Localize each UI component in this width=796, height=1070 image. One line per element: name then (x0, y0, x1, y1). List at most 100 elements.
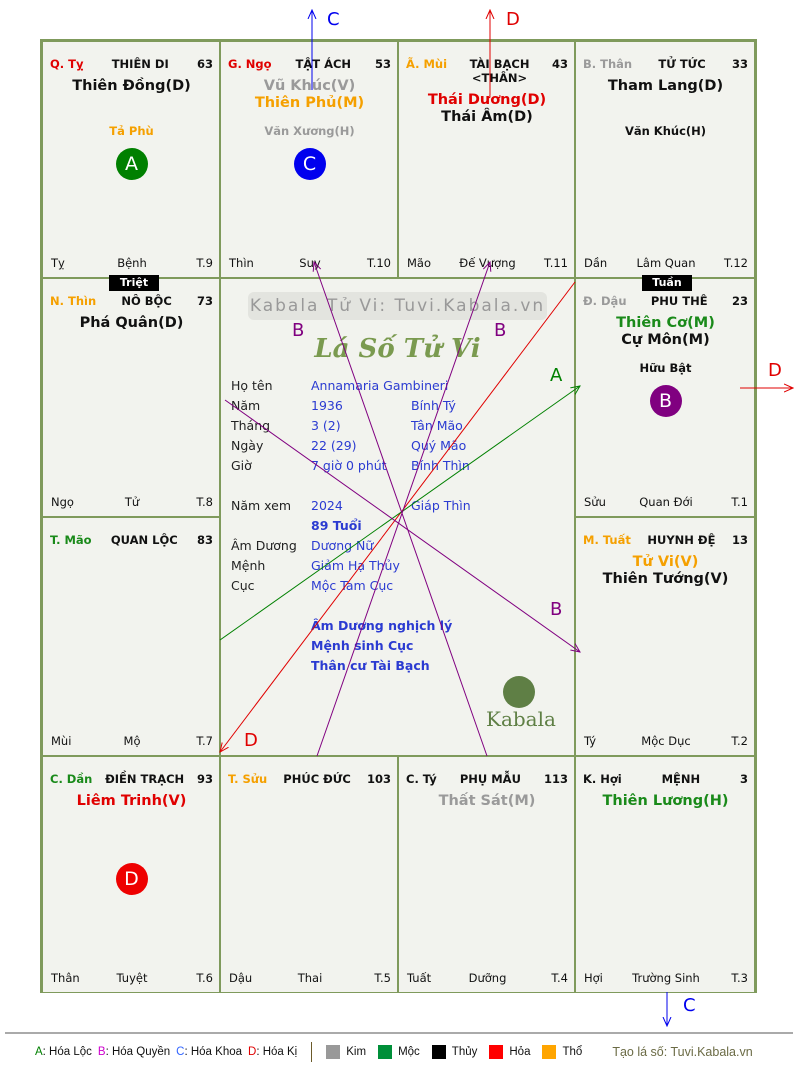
life-stage: Bệnh (117, 256, 147, 270)
branch-label: Tý (584, 734, 597, 748)
palace-tag: Tuần (642, 275, 692, 291)
main-stars: Vũ Khúc(V)Thiên Phủ(M) (228, 78, 391, 112)
element-name: Thổ (562, 1046, 583, 1058)
arrow-label-c-top: C (327, 9, 340, 30)
minor-stars (50, 361, 213, 375)
element-swatch (326, 1045, 341, 1059)
age-number: 23 (731, 294, 748, 308)
element-swatch (542, 1045, 557, 1059)
palace-footer: Hợi Trường Sinh T.3 (584, 971, 748, 985)
age-number: 113 (543, 772, 568, 786)
element-name: Mộc (398, 1046, 420, 1058)
life-stage: Mộc Dục (641, 734, 691, 748)
month-label: T.10 (367, 256, 391, 270)
branch-label: Hợi (584, 971, 603, 985)
info-label: Giờ (231, 458, 252, 473)
branch-label: Dần (584, 256, 608, 270)
info-value: 89 Tuổi (311, 518, 362, 533)
info-row: Mệnh sinh Cục (231, 636, 531, 656)
hoa-legend-item: C: Hóa Khoa (176, 1046, 242, 1058)
arrow-label-d-top: D (506, 9, 520, 30)
element-swatch (378, 1045, 393, 1059)
palace-name: THIÊN DI (111, 57, 169, 71)
main-stars: Tử Vi(V)Thiên Tướng(V) (583, 554, 748, 588)
info-label: Cục (231, 578, 255, 593)
stem-branch-label: Q. Tỵ (50, 57, 84, 71)
hoa-legend-item: B: Hóa Quyền (98, 1046, 170, 1058)
main-star: Liêm Trinh(V) (76, 793, 187, 809)
info-value-can-chi: Tân Mão (411, 418, 463, 433)
info-value: Giảm Hạ Thủy (311, 558, 400, 573)
main-star: Cự Môn(M) (621, 332, 710, 348)
month-label: T.6 (196, 971, 213, 985)
stem-branch-label: T. Mão (50, 533, 92, 547)
main-star: Thiên Đồng(D) (72, 78, 191, 94)
minor-star: Hữu Bật (639, 361, 692, 375)
month-label: T.8 (196, 495, 213, 509)
info-label: Năm (231, 398, 261, 413)
life-stage: Trường Sinh (632, 971, 700, 985)
arrow-label-b-left: B (292, 320, 305, 341)
month-label: T.1 (731, 495, 748, 509)
arrow-label-d-right: D (768, 360, 782, 381)
info-value-can-chi: Giáp Thìn (411, 498, 471, 513)
palace-name: TỬ TỨC (658, 57, 706, 71)
life-stage: Dưỡng (468, 971, 507, 985)
palace-name: TẬT ÁCH (295, 57, 352, 71)
stem-branch-label: B. Thân (583, 57, 633, 71)
hoa-key: B (97, 1046, 106, 1058)
minor-stars (583, 600, 748, 614)
info-label: Ngày (231, 438, 264, 453)
main-star: Thiên Cơ(M) (616, 315, 715, 331)
info-row: Âm Dương nghịch lý (231, 616, 531, 636)
main-stars (228, 793, 391, 827)
minor-stars (406, 839, 568, 853)
hoa-key: A (35, 1046, 43, 1058)
palace-name: TÀI BẠCH <THÂN> (469, 57, 530, 85)
info-row: 89 Tuổi (231, 516, 531, 536)
stem-branch-label: K. Hợi (583, 772, 622, 786)
arrow-label-b-right: B (494, 320, 507, 341)
stem-branch-label: T. Sửu (228, 772, 268, 786)
age-number: 33 (731, 57, 748, 71)
minor-stars: Văn Xương(H) (228, 124, 391, 138)
age-number: 3 (739, 772, 748, 786)
month-label: T.9 (196, 256, 213, 270)
element-name: Kim (346, 1046, 367, 1058)
age-number: 13 (731, 533, 748, 547)
hoa-name: : Hóa Khoa (184, 1046, 243, 1058)
palace-name: NÔ BỘC (121, 294, 172, 308)
hoa-key: D (248, 1046, 257, 1058)
month-label: T.3 (731, 971, 748, 985)
branch-label: Dậu (229, 971, 253, 985)
arrow-label-b-mid: B (550, 599, 563, 620)
info-value-can-chi: Quý Mão (411, 438, 467, 453)
month-label: T.2 (731, 734, 748, 748)
info-row (231, 596, 531, 616)
stem-branch-label: C. Dần (50, 772, 93, 786)
palace-name: PHÚC ĐỨC (283, 772, 351, 786)
